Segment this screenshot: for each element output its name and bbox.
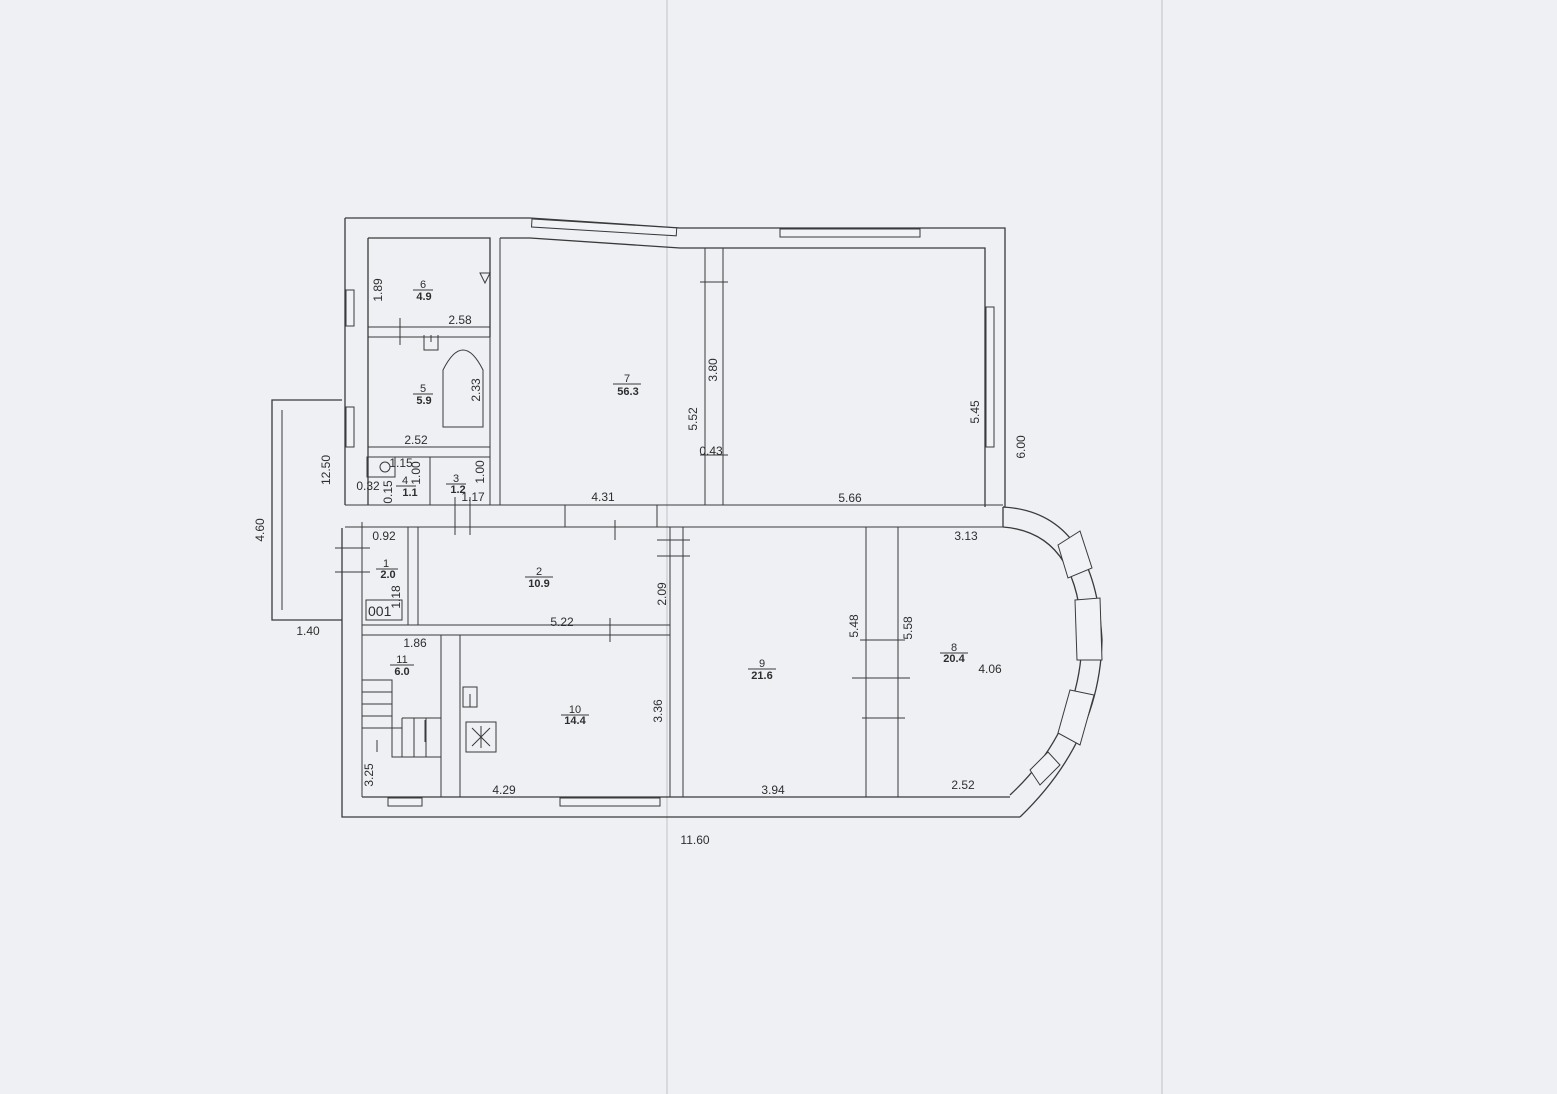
dimension-label: 2.52	[404, 433, 428, 447]
room-5-label: 5 5.9	[413, 383, 433, 407]
boiler-icon	[365, 599, 403, 621]
stove-icon	[465, 721, 497, 753]
room-labels: 1 2.0 2 10.9 3 1.2 4 1.1 5 5.9 6 4.9	[376, 279, 968, 727]
dimension-label: 5.58	[901, 616, 915, 640]
window-bay	[1074, 597, 1103, 661]
dimension-label: 5.66	[838, 491, 862, 505]
room-number: 7	[624, 373, 630, 385]
room-area: 21.6	[751, 670, 772, 682]
dimension-label: 5.48	[847, 614, 861, 638]
window-left-room5	[345, 406, 355, 448]
sink-icon	[462, 686, 478, 708]
dimension-label: 6.00	[1014, 435, 1028, 459]
window-top-left	[530, 218, 678, 237]
dimension-label: 2.58	[448, 313, 472, 327]
room-number: 10	[569, 704, 581, 716]
window-bottom-room10	[559, 797, 661, 807]
dimension-label: 1.15	[389, 456, 413, 470]
room-11-label: 11 6.0	[390, 654, 414, 678]
room-number: 1	[383, 558, 389, 570]
dimension-label: 3.80	[706, 358, 720, 382]
dimension-label: 5.52	[686, 407, 700, 431]
room-3-label: 3 1.2	[446, 473, 466, 496]
dimension-label: 2.52	[951, 778, 975, 792]
dimension-label: 11.60	[680, 833, 709, 847]
dimension-label: 4.60	[253, 518, 267, 542]
room-number: 8	[951, 642, 957, 654]
room-number: 4	[402, 475, 408, 487]
room-9-label: 9 21.6	[748, 658, 776, 682]
window-right	[985, 306, 995, 448]
room-7-label: 7 56.3	[613, 373, 641, 398]
windows	[345, 218, 1103, 807]
window-left-room6	[345, 289, 355, 327]
dimension-label: 1.86	[403, 636, 427, 650]
dimension-label: 3.13	[954, 529, 978, 543]
stove-burner	[471, 726, 491, 748]
dimension-label: 3.25	[362, 763, 376, 787]
room-4-label: 4 1.1	[396, 475, 418, 499]
dimension-label: 4.06	[978, 662, 1002, 676]
dimension-label: 0.15	[381, 480, 395, 504]
dimension-label: 3.94	[761, 783, 785, 797]
room-6-label: 6 4.9	[413, 279, 433, 303]
boiler-label: 001	[368, 603, 392, 619]
dimension-label: 12.50	[319, 455, 333, 485]
fixtures: 001	[365, 272, 497, 753]
room-number: 11	[396, 654, 407, 666]
dimension-label: 2.33	[469, 378, 483, 402]
room-10-label: 10 14.4	[561, 704, 589, 727]
dimension-label: 1.18	[389, 585, 403, 609]
dimension-label: 1.17	[461, 490, 485, 504]
toilet-bowl	[379, 461, 391, 473]
window-top-right	[779, 228, 921, 238]
room-number: 2	[536, 566, 542, 578]
dimension-label: 0.32	[356, 479, 380, 493]
dimension-label: 1.89	[371, 278, 385, 302]
porch	[271, 399, 342, 621]
window-bottom-room11	[387, 797, 423, 807]
room-area: 14.4	[564, 715, 586, 727]
dimension-label: 5.45	[968, 400, 982, 424]
staircase	[362, 679, 441, 758]
room-area: 2.0	[380, 569, 395, 581]
room-area: 20.4	[943, 653, 965, 665]
room-2-label: 2 10.9	[525, 566, 553, 590]
room-area: 5.9	[416, 395, 431, 407]
room-8-label: 8 20.4	[940, 642, 968, 665]
toilet-icon	[366, 456, 396, 478]
dimension-label: 1.40	[296, 624, 320, 638]
room-number: 9	[759, 658, 765, 670]
room-number: 3	[453, 473, 459, 485]
dimension-label: 3.36	[651, 699, 665, 723]
room-number: 5	[420, 383, 426, 395]
room-area: 1.2	[450, 484, 465, 496]
room-area: 4.9	[416, 291, 431, 303]
dimension-label: 4.31	[591, 490, 615, 504]
bathtub-icon	[442, 349, 484, 428]
window-bay	[1029, 751, 1061, 786]
window-bay	[1057, 689, 1095, 746]
dimension-label: 1.00	[409, 461, 423, 485]
room-area: 6.0	[394, 666, 409, 678]
vent-icon	[479, 272, 491, 285]
room-area: 56.3	[617, 386, 638, 398]
room-area: 1.1	[402, 487, 417, 499]
dimension-label: 1.00	[473, 460, 487, 484]
dimension-label: 0.43	[699, 444, 723, 458]
door-marks	[335, 281, 910, 719]
sink-icon	[423, 335, 439, 351]
room-number: 6	[420, 279, 426, 291]
dimension-label: 2.09	[655, 582, 669, 606]
window-bay	[1057, 530, 1093, 579]
dimension-labels: 1.89 2.58 2.33 2.52 1.15 1.00 1.00 0.32 …	[253, 278, 1028, 847]
dimension-label: 4.29	[492, 783, 516, 797]
dimension-label: 0.92	[372, 529, 396, 543]
room-1-label: 1 2.0	[376, 558, 398, 581]
room-area: 10.9	[528, 578, 549, 590]
dimension-label: 5.22	[550, 615, 574, 629]
